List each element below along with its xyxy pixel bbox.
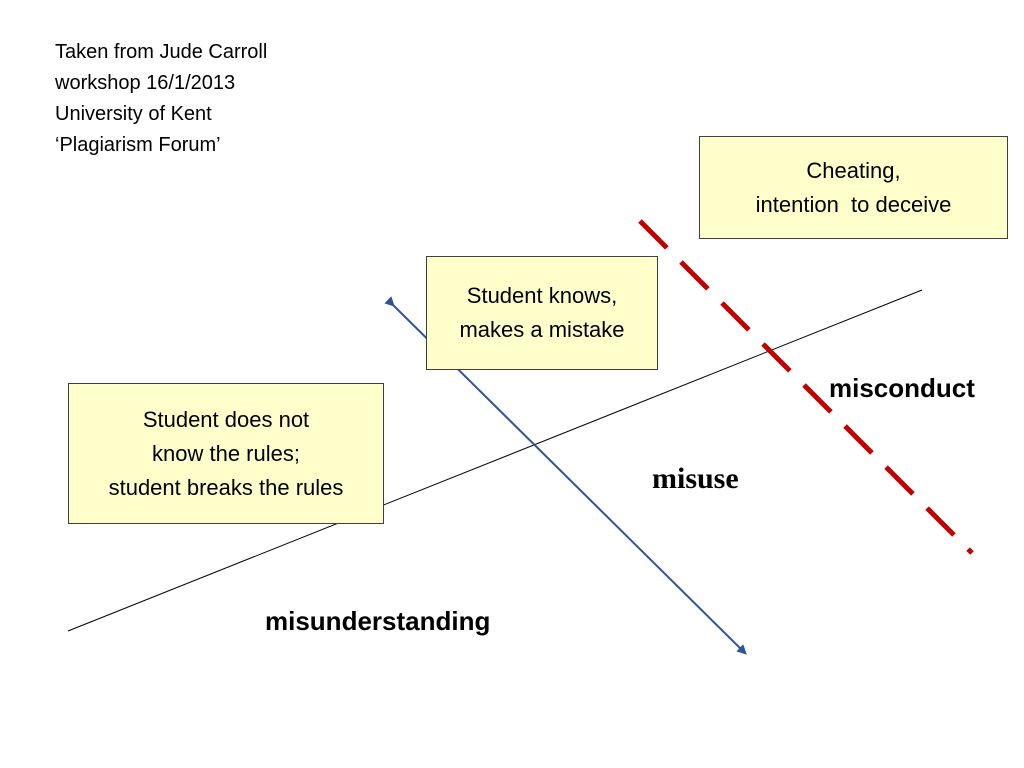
cheating-box-line: intention to deceive <box>755 191 952 217</box>
credit-line: workshop 16/1/2013 <box>55 72 236 94</box>
student-knows-box-line: Student knows, <box>466 283 618 308</box>
student-does-not-know-box: Student does not know the rules; student… <box>68 383 384 524</box>
cheating-box: Cheating, intention to deceive <box>699 136 1008 239</box>
student-knows-box-line: makes a mistake <box>459 317 625 342</box>
credit-line: Taken from Jude Carroll <box>55 41 268 63</box>
misuse-label: misuse <box>652 462 739 495</box>
cheating-box-line: Cheating, <box>806 157 901 183</box>
misunderstanding-label: misunderstanding <box>265 606 491 636</box>
misconduct-label: misconduct <box>829 373 975 403</box>
student-knows-box: Student knows, makes a mistake <box>426 256 658 370</box>
student-does-not-know-box-line: Student does not <box>142 406 310 432</box>
credit-note: Taken from Jude Carroll workshop 16/1/20… <box>55 37 267 161</box>
credit-line: University of Kent <box>55 103 212 125</box>
student-does-not-know-box-line: know the rules; <box>152 440 300 466</box>
red-dashed-boundary-line <box>638 219 974 555</box>
credit-line: ‘Plagiarism Forum’ <box>55 134 221 156</box>
student-does-not-know-box-line: student breaks the rules <box>108 474 344 500</box>
